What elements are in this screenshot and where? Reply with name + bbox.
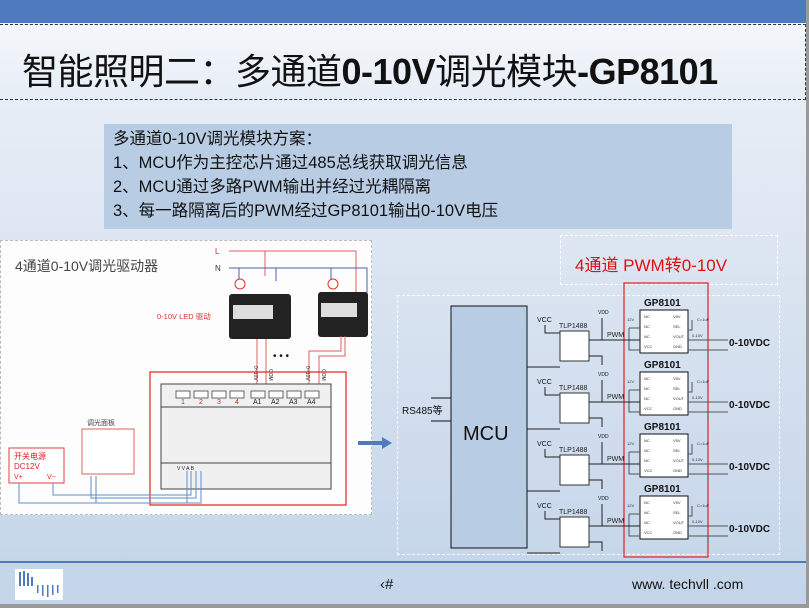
description-item: 3、每一路隔离后的PWM经过GP8101输出0-10V电压 bbox=[113, 202, 499, 220]
channel-label: 4通道 PWM转0-10V bbox=[575, 256, 728, 275]
slide-title: 智能照明二：多通道0-10V调光模块-GP8101 bbox=[22, 51, 718, 93]
led-driver-label: 0-10V LED 驱动 bbox=[157, 311, 211, 321]
channel-label-box[interactable]: 4通道 PWM转0-10V bbox=[560, 235, 778, 285]
description-item: 1、MCU作为主控芯片通过485总线获取调光信息 bbox=[113, 154, 468, 172]
psu-vminus: V− bbox=[47, 474, 56, 481]
terminal bbox=[250, 390, 266, 399]
driver-wiring-image: 4通道0-10V调光驱动器 L N 0-10V LED 驱动 • • • 0~1… bbox=[0, 240, 372, 515]
channel-number: 2 bbox=[199, 399, 203, 406]
website-url: www. techvll .com bbox=[632, 576, 744, 592]
description-heading: 多通道0-10V调光模块方案： bbox=[113, 130, 323, 148]
output-label: A3 bbox=[289, 399, 298, 406]
driver-title: 4通道0-10V调光驱动器 bbox=[15, 258, 158, 274]
dimming-module-highlight bbox=[149, 371, 347, 506]
company-logo bbox=[15, 569, 63, 600]
output-label: A4 bbox=[307, 399, 316, 406]
title-placeholder[interactable]: 智能照明二：多通道0-10V调光模块-GP8101 bbox=[0, 24, 806, 100]
schematic-box bbox=[397, 295, 780, 555]
terminal bbox=[268, 390, 284, 399]
psu-voltage: DC12V bbox=[14, 462, 40, 471]
bus-terminal-label: V V A B bbox=[177, 466, 195, 472]
terminal bbox=[229, 390, 245, 399]
terminal bbox=[175, 390, 191, 399]
terminal bbox=[211, 390, 227, 399]
power-supply bbox=[8, 447, 65, 484]
line-l-label: L bbox=[215, 247, 220, 256]
terminal bbox=[193, 390, 209, 399]
description-box[interactable]: 多通道0-10V调光模块方案： 1、MCU作为主控芯片通过485总线获取调光信息… bbox=[104, 124, 732, 229]
dimming-panel bbox=[81, 428, 135, 475]
page-number: ‹# bbox=[380, 576, 394, 593]
terminal bbox=[304, 390, 320, 399]
line-n-label: N bbox=[215, 264, 221, 273]
channel-number: 4 bbox=[235, 399, 239, 406]
lamp-icon bbox=[234, 278, 246, 290]
line-l-wire bbox=[229, 250, 357, 301]
terminal bbox=[286, 390, 302, 399]
psu-title: 开关电源 bbox=[14, 451, 46, 461]
lamp-icon bbox=[327, 278, 339, 290]
header-bar bbox=[0, 0, 809, 23]
line-n-wire bbox=[229, 267, 368, 301]
right-edge bbox=[806, 0, 809, 608]
dimming-panel-label: 调光面板 bbox=[87, 418, 115, 427]
output-label: A1 bbox=[253, 399, 262, 406]
output-0-10v-label: 0~10V bbox=[252, 366, 258, 381]
channel-number: 1 bbox=[181, 399, 185, 406]
description-item: 2、MCU通过多路PWM输出并经过光耦隔离 bbox=[113, 178, 432, 196]
dimming-module bbox=[160, 383, 332, 490]
com-label-2: COM bbox=[320, 369, 326, 381]
footer-divider bbox=[0, 561, 809, 563]
psu-vplus: V+ bbox=[14, 474, 23, 481]
output-0-10v-label-2: 0~10V bbox=[304, 366, 310, 381]
ellipsis: • • • bbox=[273, 351, 290, 362]
channel-number: 3 bbox=[217, 399, 221, 406]
output-label: A2 bbox=[271, 399, 280, 406]
bottom-edge bbox=[0, 604, 809, 608]
com-label: COM bbox=[267, 369, 273, 381]
